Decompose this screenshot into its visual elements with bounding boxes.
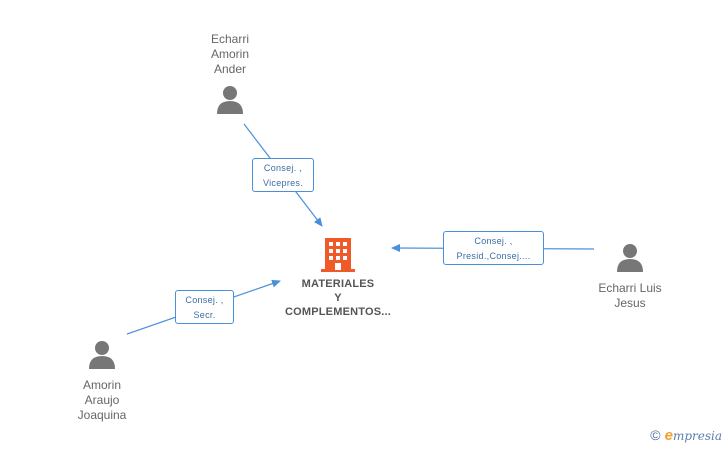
empresia-logo[interactable]: ©empresia (650, 427, 722, 444)
company-node[interactable]: MATERIALES Y COMPLEMENTOS... (276, 236, 400, 319)
company-name: MATERIALES Y COMPLEMENTOS... (284, 278, 392, 318)
person-node-echarri-amorin-ander[interactable]: Echarri Amorin Ander (190, 32, 270, 119)
person-node-amorin-araujo-joaquina[interactable]: Amorin Araujo Joaquina (60, 340, 144, 423)
building-icon (321, 238, 355, 272)
copyright-icon: © (650, 427, 661, 443)
person-icon (217, 86, 243, 114)
person-icon (617, 244, 643, 272)
person-node-echarri-luis-jesus[interactable]: Echarri Luis Jesus (585, 243, 675, 311)
role-label-presid: Consej. , Presid.,Consej.... (443, 231, 544, 265)
role-label-secr: Consej. , Secr. (175, 290, 234, 324)
person-icon (89, 341, 115, 369)
person-name: Amorin Araujo Joaquina (77, 378, 127, 422)
person-name: Echarri Amorin Ander (210, 32, 249, 76)
role-label-vicepres: Consej. , Vicepres. (252, 158, 314, 192)
person-name: Echarri Luis Jesus (598, 281, 662, 310)
